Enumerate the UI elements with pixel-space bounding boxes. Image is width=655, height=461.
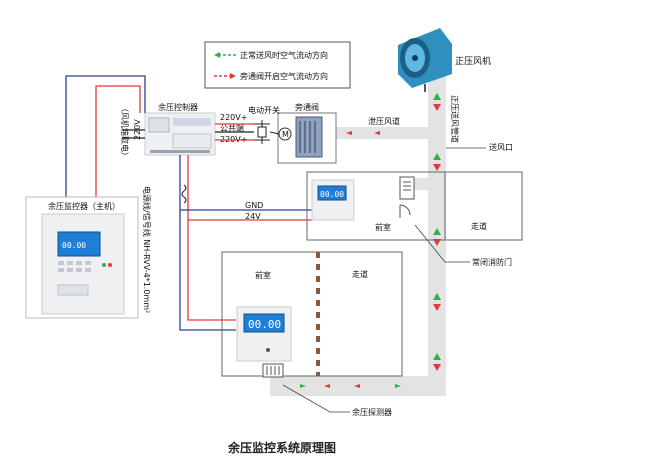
monitor-host xyxy=(25,196,139,319)
pressure-fan-icon xyxy=(398,28,452,92)
wire-common: 公共端 xyxy=(220,123,244,133)
motor-label: M xyxy=(282,130,289,139)
electric-switch-icon xyxy=(254,120,280,144)
corridor-1-label: 走道 xyxy=(471,221,487,231)
anteroom-1-label: 前室 xyxy=(375,222,391,232)
v24-label: 24V xyxy=(245,212,261,221)
bypass-valve: M xyxy=(277,112,337,164)
flow-arrows xyxy=(300,93,441,388)
fire-power-label: （风机箱取电） xyxy=(120,104,130,160)
relief-duct xyxy=(336,127,446,139)
gnd-label: GND xyxy=(245,201,263,210)
sensor-leader xyxy=(282,384,350,413)
wire-220v-plus-1: 220V+ xyxy=(220,113,247,122)
monitor-lcd xyxy=(57,231,101,257)
wiring xyxy=(65,75,312,331)
pressure-controller xyxy=(144,112,216,156)
cable-label: 电源线/信号线 NH-RVV-4*1.0mm² xyxy=(142,186,152,313)
sensor-label: 余压探测器 xyxy=(352,407,392,417)
lower-lcd xyxy=(243,313,285,333)
legend-normal-arrow-icon xyxy=(214,52,236,58)
anteroom-2-label: 前室 xyxy=(255,270,271,280)
fire-door-label: 常闭消防门 xyxy=(472,257,512,267)
sensor-grille-icon xyxy=(262,363,284,378)
relief-duct-label: 泄压风道 xyxy=(368,116,400,126)
fire-door-leader xyxy=(414,224,470,263)
electric-switch-label: 电动开关 xyxy=(248,105,280,115)
corridor-2-label: 走道 xyxy=(352,269,368,279)
lower-lcd-reading: 00.00 xyxy=(248,318,281,331)
legend: 正常送风时空气流动方向 旁通阀开启空气流动方向 xyxy=(204,41,351,89)
legend-bypass-arrow-icon xyxy=(214,73,236,79)
lower-sensor-panel xyxy=(236,306,292,362)
controller-label: 余压控制器 xyxy=(158,102,198,112)
fire-door-icon xyxy=(399,176,415,218)
upper-room xyxy=(306,171,523,241)
supply-duct-label: 正压送风管道 xyxy=(450,95,460,143)
upper-sensor-panel xyxy=(311,179,355,221)
coil-icon xyxy=(181,184,187,204)
upper-lcd-reading: 00.00 xyxy=(320,190,344,199)
host-lcd-reading: 00.00 xyxy=(62,241,86,250)
monitor-label: 余压监控器（主机） xyxy=(48,201,120,211)
diagram-caption: 余压监控系统原理图 xyxy=(227,440,336,455)
legend-bypass-label: 旁通阀开启空气流动方向 xyxy=(240,71,328,81)
lower-room xyxy=(221,251,403,377)
fan-label: 正压风机 xyxy=(455,55,491,67)
legend-normal-label: 正常送风时空气流动方向 xyxy=(240,50,328,60)
supply-outlet-label: 送风口 xyxy=(489,142,513,152)
bypass-valve-label: 旁通阀 xyxy=(295,102,319,112)
